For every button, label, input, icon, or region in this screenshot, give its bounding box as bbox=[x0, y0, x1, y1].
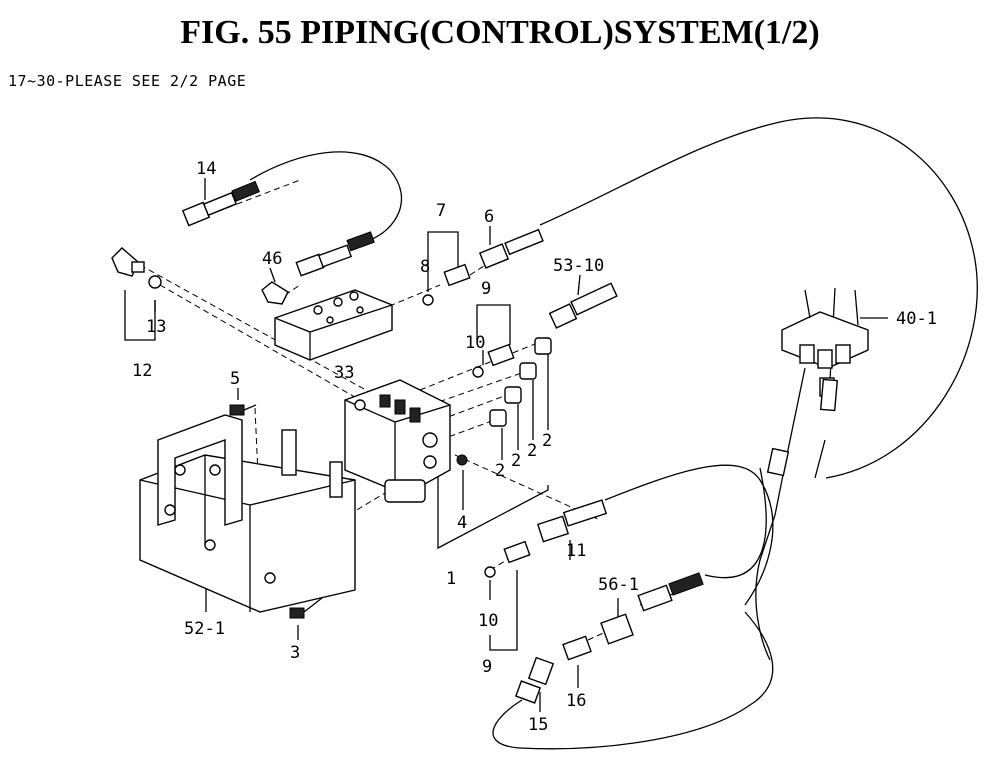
o-ring-10b bbox=[484, 566, 496, 578]
o-ring-8 bbox=[422, 294, 434, 306]
leader-7 bbox=[427, 231, 459, 268]
control-valve-1 bbox=[344, 379, 451, 503]
hose-fitting-53-10 bbox=[548, 282, 618, 329]
dash-line-10 bbox=[419, 339, 546, 391]
hose-40-1-lower-2 bbox=[814, 439, 826, 479]
callout-6: 6 bbox=[484, 207, 494, 227]
o-ring-10a bbox=[472, 366, 484, 378]
hose-15-loop bbox=[492, 611, 774, 750]
tee-fitting-56-1 bbox=[600, 572, 704, 645]
elbow-fitting-46 bbox=[261, 281, 289, 305]
callout-15: 15 bbox=[528, 715, 548, 735]
bracket-52-1 bbox=[139, 414, 356, 613]
o-ring-13 bbox=[148, 275, 162, 289]
callout-3: 3 bbox=[290, 643, 300, 663]
dash-line-13 bbox=[159, 284, 361, 401]
callout-13: 13 bbox=[146, 317, 166, 337]
callout-12: 12 bbox=[132, 361, 152, 381]
hose-40-1-lower bbox=[774, 367, 806, 516]
bolt-3 bbox=[289, 597, 323, 619]
bolt-5 bbox=[229, 404, 257, 416]
hose-fitting-40-1-b bbox=[819, 378, 839, 412]
callout-2a: 2 bbox=[542, 431, 552, 451]
callout-16: 16 bbox=[566, 691, 586, 711]
hose-14-loop bbox=[249, 151, 402, 241]
nut-4 bbox=[456, 454, 468, 466]
hose-fitting-11 bbox=[536, 499, 608, 543]
adapter-7 bbox=[443, 263, 471, 287]
leader-9b bbox=[489, 570, 518, 651]
hose-6-arc bbox=[539, 117, 978, 479]
leader-9a bbox=[476, 304, 511, 345]
callout-46: 46 bbox=[262, 249, 282, 269]
callout-5: 5 bbox=[230, 369, 240, 389]
manifold-block-33 bbox=[274, 289, 393, 361]
hose-fitting-46 bbox=[295, 231, 375, 277]
hose-fitting-14 bbox=[181, 180, 260, 227]
hose-fitting-40-1-a bbox=[766, 447, 790, 477]
callout-9a: 9 bbox=[481, 279, 491, 299]
plug-2d bbox=[489, 409, 507, 427]
leader-53-10 bbox=[577, 274, 581, 296]
callout-10a: 10 bbox=[465, 333, 485, 353]
callout-2d: 2 bbox=[495, 461, 505, 481]
callout-4: 4 bbox=[457, 513, 467, 533]
callout-2c: 2 bbox=[511, 451, 521, 471]
dash-line-6 bbox=[469, 261, 491, 276]
callout-7: 7 bbox=[436, 201, 446, 221]
callout-8: 8 bbox=[420, 257, 430, 277]
callout-40-1: 40-1 bbox=[896, 309, 937, 329]
page-note: 17~30-PLEASE SEE 2/2 PAGE bbox=[8, 72, 247, 90]
hose-11-loop bbox=[604, 464, 774, 606]
callout-53-10: 53-10 bbox=[553, 256, 604, 276]
callout-2b: 2 bbox=[527, 441, 537, 461]
adapter-9b bbox=[503, 540, 531, 564]
adapter-9a bbox=[487, 343, 515, 367]
callout-11: 11 bbox=[566, 541, 586, 561]
plug-2b bbox=[519, 362, 537, 380]
hose-fitting-15 bbox=[514, 656, 555, 704]
callout-33: 33 bbox=[334, 363, 354, 383]
adapter-16 bbox=[562, 635, 592, 661]
dash-line-2a bbox=[429, 369, 531, 406]
plug-2c bbox=[504, 386, 522, 404]
plug-2a bbox=[534, 337, 552, 355]
callout-10b: 10 bbox=[478, 611, 498, 631]
callout-56-1: 56-1 bbox=[598, 575, 639, 595]
hose-15-tail bbox=[755, 514, 776, 661]
hose-56-1-return bbox=[704, 467, 767, 579]
elbow-fitting-12 bbox=[111, 247, 145, 277]
leader-12 bbox=[124, 290, 156, 341]
callout-1: 1 bbox=[446, 569, 456, 589]
callout-14: 14 bbox=[196, 159, 216, 179]
callout-52-1: 52-1 bbox=[184, 619, 225, 639]
page-title: FIG. 55 PIPING(CONTROL)SYSTEM(1/2) bbox=[180, 14, 820, 51]
leader-46 bbox=[269, 267, 276, 283]
dash-line-2b bbox=[439, 391, 516, 421]
callout-9b: 9 bbox=[482, 657, 492, 677]
hose-fitting-6 bbox=[478, 228, 544, 269]
leader-1 bbox=[437, 470, 549, 550]
